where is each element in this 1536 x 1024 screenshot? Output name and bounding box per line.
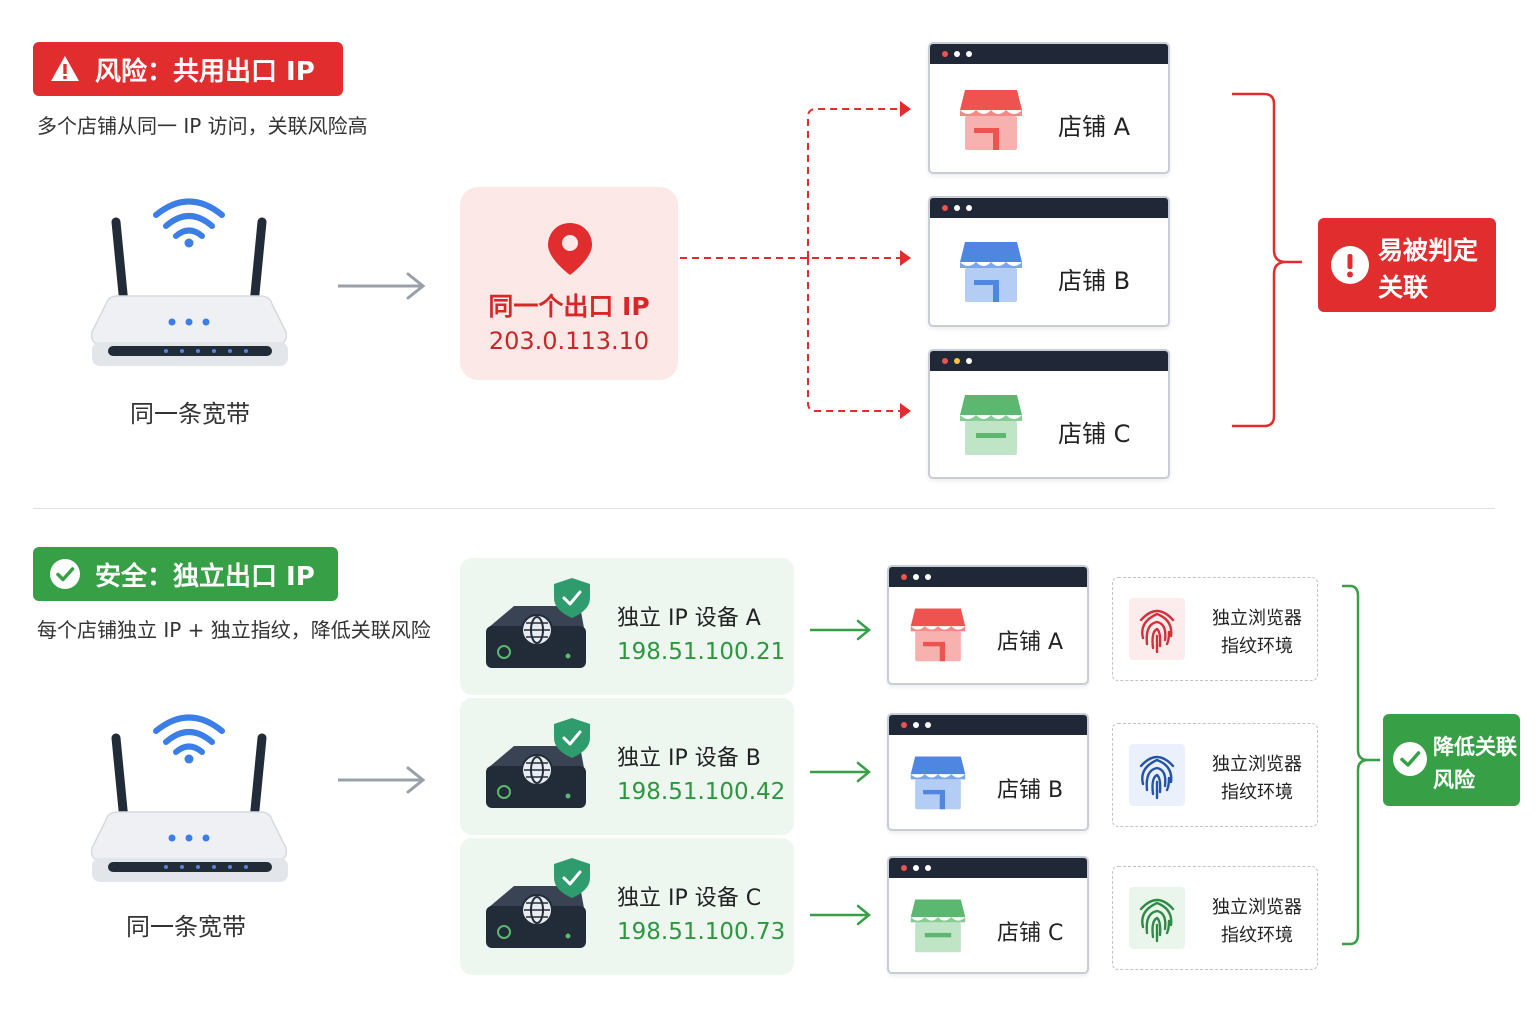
network-device-icon xyxy=(486,858,590,948)
fingerprint-card-c: 独立浏览器 指纹环境 xyxy=(1112,866,1318,970)
warning-icon xyxy=(51,56,79,81)
safe-result-badge: 降低关联 风险 xyxy=(1383,714,1520,806)
network-device-icon xyxy=(486,578,590,668)
safe-store-window-a: 店铺 A xyxy=(887,565,1089,685)
shared-ip-value: 203.0.113.10 xyxy=(488,327,650,355)
window-titlebar xyxy=(930,351,1168,371)
shield-check-icon xyxy=(554,718,590,758)
store-label: 店铺 C xyxy=(997,921,1064,946)
arrow-right-icon xyxy=(810,761,871,783)
fingerprint-line1: 独立浏览器 xyxy=(1212,754,1302,775)
window-titlebar xyxy=(889,858,1087,878)
device-name: 独立 IP 设备 B xyxy=(617,746,761,771)
fingerprint-line2: 指纹环境 xyxy=(1221,636,1293,657)
shield-check-icon xyxy=(554,858,590,898)
risk-brace xyxy=(1232,92,1302,428)
fingerprint-card-a: 独立浏览器 指纹环境 xyxy=(1112,577,1318,681)
window-titlebar xyxy=(889,567,1087,587)
safe-badge: 安全：独立出口 IP xyxy=(33,547,338,601)
arrow-right-icon xyxy=(338,272,426,300)
store-label: 店铺 B xyxy=(997,778,1064,803)
safe-store-window-b: 店铺 B xyxy=(887,713,1089,831)
fingerprint-icon xyxy=(1129,887,1185,949)
store-icon xyxy=(910,756,966,810)
shield-check-icon xyxy=(554,578,590,618)
risk-router-label: 同一条宽带 xyxy=(130,400,250,428)
fingerprint-icon xyxy=(1129,598,1185,660)
device-ip: 198.51.100.21 xyxy=(617,639,786,665)
location-pin-icon xyxy=(548,223,592,275)
wifi-icon xyxy=(153,198,225,248)
fingerprint-icon xyxy=(1129,744,1185,806)
shared-ip-connectors xyxy=(680,101,911,419)
arrow-right-icon xyxy=(338,766,426,794)
ip-device-card-c: 独立 IP 设备 C 198.51.100.73 xyxy=(460,838,794,975)
store-label: 店铺 C xyxy=(1058,420,1131,448)
risk-store-window-b: 店铺 B xyxy=(928,196,1170,327)
risk-badge: 风险：共用出口 IP xyxy=(33,42,343,96)
wifi-icon xyxy=(153,714,225,764)
device-name: 独立 IP 设备 C xyxy=(617,886,762,911)
risk-store-window-c: 店铺 C xyxy=(928,349,1170,479)
store-icon xyxy=(960,242,1022,302)
fingerprint-line2: 指纹环境 xyxy=(1221,925,1293,946)
router-icon xyxy=(90,714,288,882)
store-icon xyxy=(910,899,966,953)
fingerprint-card-b: 独立浏览器 指纹环境 xyxy=(1112,723,1318,827)
risk-badge-text: 风险：共用出口 IP xyxy=(95,56,315,87)
shared-ip-title: 同一个出口 IP xyxy=(488,292,650,321)
risk-result-badge: 易被判定 关联 xyxy=(1318,218,1496,312)
risk-result-line1: 易被判定 xyxy=(1378,236,1479,265)
safe-store-window-c: 店铺 C xyxy=(887,856,1089,974)
safe-result-line2: 风险 xyxy=(1433,768,1475,792)
check-circle-icon xyxy=(1393,742,1427,776)
store-label: 店铺 A xyxy=(997,630,1064,655)
window-titlebar xyxy=(930,198,1168,218)
exclamation-circle-icon xyxy=(1331,246,1369,284)
fingerprint-line1: 独立浏览器 xyxy=(1212,608,1302,629)
store-label: 店铺 B xyxy=(1058,267,1131,295)
window-titlebar xyxy=(930,44,1168,64)
router-icon xyxy=(90,198,288,366)
fingerprint-line1: 独立浏览器 xyxy=(1212,897,1302,918)
store-icon xyxy=(910,608,966,662)
store-icon xyxy=(960,395,1022,455)
risk-subtitle: 多个店铺从同一 IP 访问，关联风险高 xyxy=(37,114,368,138)
safe-badge-text: 安全：独立出口 IP xyxy=(95,561,315,592)
arrow-right-icon xyxy=(810,904,871,926)
safe-brace xyxy=(1342,584,1380,946)
network-device-icon xyxy=(486,718,590,808)
device-ip: 198.51.100.42 xyxy=(617,779,786,805)
risk-store-window-a: 店铺 A xyxy=(928,42,1170,174)
section-divider xyxy=(33,508,1495,509)
arrow-right-icon xyxy=(810,619,871,641)
safe-subtitle: 每个店铺独立 IP + 独立指纹，降低关联风险 xyxy=(37,618,431,642)
ip-device-card-b: 独立 IP 设备 B 198.51.100.42 xyxy=(460,698,794,835)
store-icon xyxy=(960,90,1022,150)
safe-router-label: 同一条宽带 xyxy=(126,913,246,941)
safe-result-line1: 降低关联 xyxy=(1433,735,1517,759)
window-titlebar xyxy=(889,715,1087,735)
store-label: 店铺 A xyxy=(1058,113,1131,141)
ip-device-card-a: 独立 IP 设备 A 198.51.100.21 xyxy=(460,558,794,695)
device-name: 独立 IP 设备 A xyxy=(617,606,761,631)
fingerprint-line2: 指纹环境 xyxy=(1221,782,1293,803)
check-circle-icon xyxy=(50,559,80,589)
risk-result-line2: 关联 xyxy=(1378,273,1429,302)
shared-ip-card: 同一个出口 IP 203.0.113.10 xyxy=(460,187,678,380)
device-ip: 198.51.100.73 xyxy=(617,919,786,945)
